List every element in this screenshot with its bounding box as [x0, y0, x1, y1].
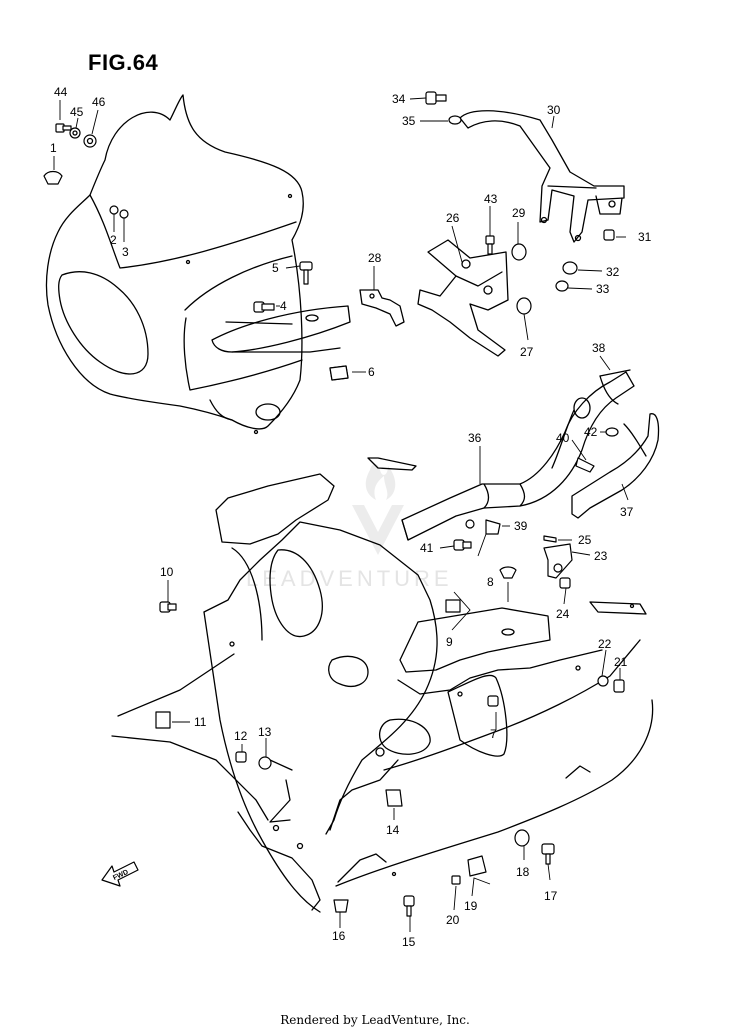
callout-12: 12: [234, 729, 248, 743]
callout-5: 5: [272, 261, 279, 275]
callout-15: 15: [402, 935, 416, 949]
callout-44: 44: [54, 85, 68, 99]
callout-25: 25: [578, 533, 592, 547]
small-plates: [367, 457, 647, 615]
front-cowling: [45, 94, 304, 435]
callout-34: 34: [392, 92, 406, 106]
callout-30: 30: [547, 103, 561, 117]
callout-31: 31: [638, 230, 652, 244]
callout-28: 28: [368, 251, 382, 265]
leader-lines: [53, 97, 629, 932]
fwd-arrow: FWD: [101, 861, 139, 887]
callout-3: 3: [122, 245, 129, 259]
mounting-bracket: [359, 239, 509, 357]
callout-10: 10: [160, 565, 174, 579]
lower-cowling: [111, 473, 654, 913]
callout-17: 17: [544, 889, 558, 903]
callout-36: 36: [468, 431, 482, 445]
air-ducts: [401, 369, 660, 541]
hardware: [43, 91, 625, 917]
callout-22: 22: [598, 637, 612, 651]
inner-panel: [211, 305, 351, 381]
callout-26: 26: [446, 211, 460, 225]
callout-4: 4: [280, 299, 287, 313]
callout-8: 8: [487, 575, 494, 589]
callout-29: 29: [512, 206, 526, 220]
callout-18: 18: [516, 865, 530, 879]
callout-33: 33: [596, 282, 610, 296]
watermark: LEADVENTURE: [246, 464, 453, 591]
callout-40: 40: [556, 431, 570, 445]
callout-42: 42: [584, 425, 598, 439]
callout-2: 2: [110, 233, 117, 247]
callout-24: 24: [556, 607, 570, 621]
callout-39: 39: [514, 519, 528, 533]
callout-43: 43: [484, 192, 498, 206]
callout-16: 16: [332, 929, 346, 943]
callout-35: 35: [402, 114, 416, 128]
footer-credit: Rendered by LeadVenture, Inc.: [280, 1013, 470, 1027]
callout-20: 20: [446, 913, 460, 927]
callout-1: 1: [50, 141, 57, 155]
callout-27: 27: [520, 345, 534, 359]
callout-9: 9: [446, 635, 453, 649]
callout-23: 23: [594, 549, 608, 563]
callout-19: 19: [464, 899, 478, 913]
cowling-stay: [459, 110, 625, 243]
callout-6: 6: [368, 365, 375, 379]
callout-41: 41: [420, 541, 434, 555]
callout-32: 32: [606, 265, 620, 279]
callout-21: 21: [614, 655, 628, 669]
fwd-label: FWD: [112, 869, 129, 882]
callout-37: 37: [620, 505, 634, 519]
callout-14: 14: [386, 823, 400, 837]
callout-7: 7: [490, 727, 497, 741]
callout-46: 46: [92, 95, 106, 109]
callout-45: 45: [70, 105, 84, 119]
callout-38: 38: [592, 341, 606, 355]
callout-13: 13: [258, 725, 272, 739]
figure-title: FIG.64: [88, 50, 159, 75]
callout-labels: 44 45 46 1 2 3 5 4 6 34 35 30 43 29 26 2…: [50, 85, 652, 949]
callout-11: 11: [194, 715, 207, 729]
watermark-text: LEADVENTURE: [246, 566, 453, 591]
